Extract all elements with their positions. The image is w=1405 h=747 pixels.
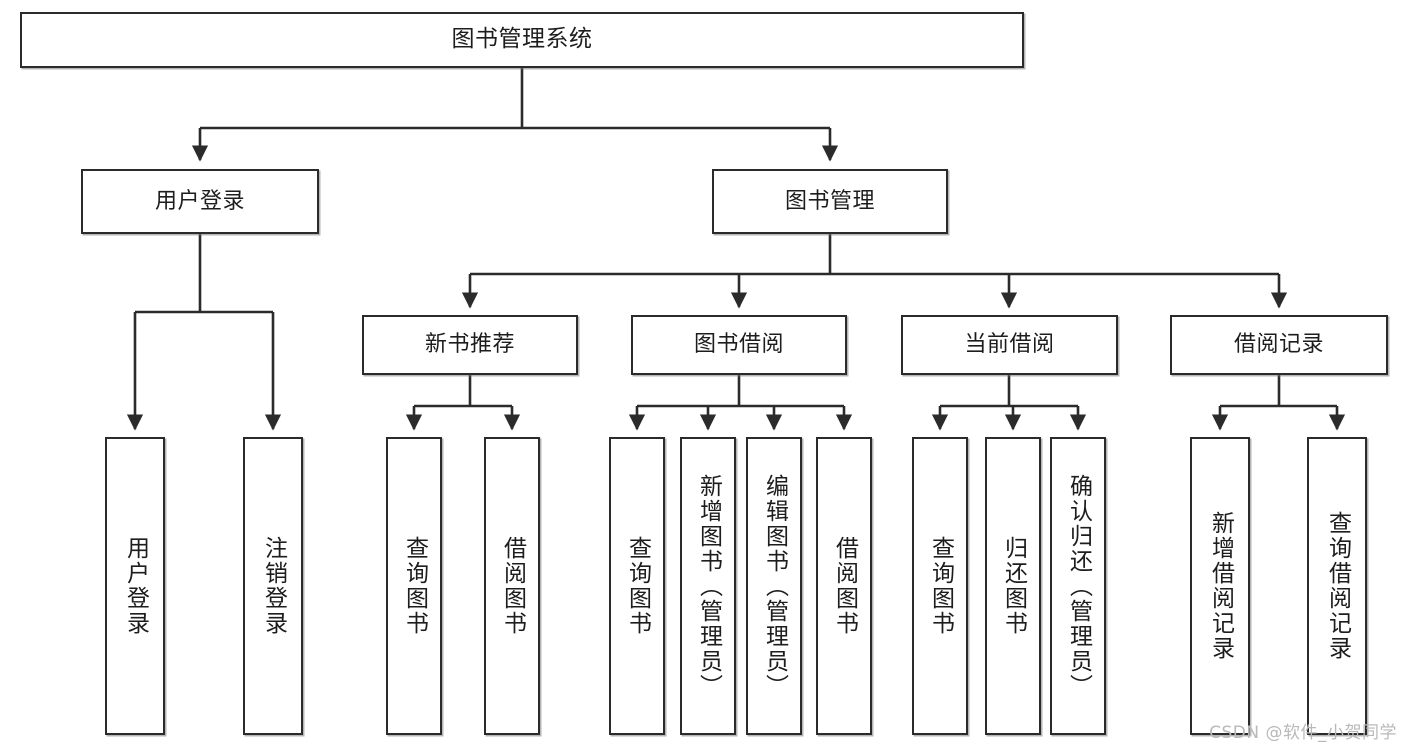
node-leaf-query-book-1[interactable]: 查询图书 — [386, 437, 442, 735]
node-new-book-rec-label: 新书推荐 — [424, 332, 515, 358]
node-leaf-add-record[interactable]: 新增借阅记录 — [1190, 437, 1250, 735]
node-user-login[interactable]: 用户登录 — [81, 169, 319, 234]
node-leaf-return-book-label: 归还图书 — [1000, 536, 1027, 636]
node-leaf-edit-book-label: 编辑图书（管理员） — [761, 473, 788, 699]
node-current-borrow[interactable]: 当前借阅 — [901, 315, 1118, 375]
node-new-book-rec[interactable]: 新书推荐 — [362, 315, 578, 375]
node-leaf-query-record[interactable]: 查询借阅记录 — [1307, 437, 1367, 735]
node-book-manage-label: 图书管理 — [784, 188, 875, 214]
node-leaf-add-book[interactable]: 新增图书（管理员） — [680, 437, 736, 735]
node-leaf-borrow-book-2[interactable]: 借阅图书 — [816, 437, 872, 735]
node-leaf-borrow-book-1[interactable]: 借阅图书 — [484, 437, 540, 735]
node-root-label: 图书管理系统 — [451, 26, 593, 53]
node-borrow-record-label: 借阅记录 — [1233, 332, 1324, 358]
node-leaf-query-book-2[interactable]: 查询图书 — [609, 437, 665, 735]
node-current-borrow-label: 当前借阅 — [964, 332, 1055, 358]
node-leaf-edit-book[interactable]: 编辑图书（管理员） — [746, 437, 802, 735]
node-leaf-add-record-label: 新增借阅记录 — [1207, 511, 1234, 661]
node-leaf-confirm-return[interactable]: 确认归还（管理员） — [1050, 437, 1106, 735]
node-leaf-query-book-1-label: 查询图书 — [401, 536, 428, 636]
node-leaf-query-record-label: 查询借阅记录 — [1324, 511, 1351, 661]
node-book-borrow-label: 图书借阅 — [693, 332, 784, 358]
node-leaf-add-book-label: 新增图书（管理员） — [695, 473, 722, 699]
node-leaf-user-login[interactable]: 用户登录 — [105, 437, 165, 735]
node-book-manage[interactable]: 图书管理 — [712, 169, 948, 234]
node-leaf-query-book-2-label: 查询图书 — [624, 536, 651, 636]
node-leaf-user-login-label: 用户登录 — [122, 536, 149, 636]
node-leaf-logout-label: 注销登录 — [260, 536, 287, 636]
node-book-borrow[interactable]: 图书借阅 — [631, 315, 847, 375]
node-root[interactable]: 图书管理系统 — [20, 12, 1024, 68]
node-borrow-record[interactable]: 借阅记录 — [1170, 315, 1388, 375]
node-leaf-logout[interactable]: 注销登录 — [243, 437, 303, 735]
node-leaf-return-book[interactable]: 归还图书 — [985, 437, 1041, 735]
node-leaf-query-book-3-label: 查询图书 — [927, 536, 954, 636]
node-leaf-borrow-book-2-label: 借阅图书 — [831, 536, 858, 636]
node-leaf-borrow-book-1-label: 借阅图书 — [499, 536, 526, 636]
node-leaf-confirm-return-label: 确认归还（管理员） — [1065, 473, 1092, 699]
node-leaf-query-book-3[interactable]: 查询图书 — [912, 437, 968, 735]
watermark-text: CSDN @软件_小贺同学 — [1209, 723, 1397, 743]
node-user-login-label: 用户登录 — [154, 188, 245, 214]
